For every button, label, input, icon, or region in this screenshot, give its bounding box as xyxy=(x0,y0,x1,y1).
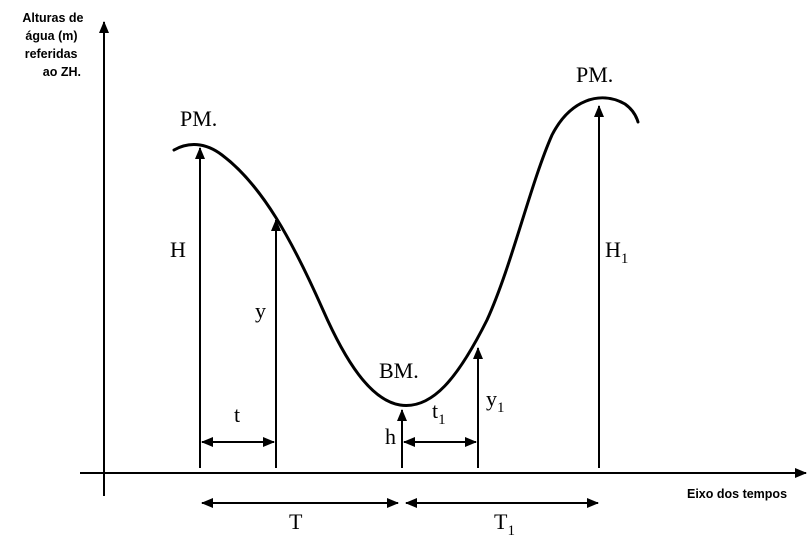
label-h: h xyxy=(385,424,396,449)
label-y1: y1 xyxy=(486,386,505,416)
label-T: T xyxy=(289,509,303,534)
label-bm: BM. xyxy=(379,358,419,383)
y-axis-label: Alturas de água (m) referidas ao ZH. xyxy=(22,11,87,79)
label-t: t xyxy=(234,402,240,427)
label-H: H xyxy=(170,237,186,262)
label-T1: T1 xyxy=(494,509,515,537)
x-axis-label: Eixo dos tempos xyxy=(687,487,787,501)
label-t1: t1 xyxy=(432,398,446,428)
tide-curve xyxy=(172,96,640,407)
label-pm-left: PM. xyxy=(180,106,217,131)
label-y: y xyxy=(255,298,266,323)
label-pm-right: PM. xyxy=(576,62,613,87)
label-H1: H1 xyxy=(605,237,628,267)
